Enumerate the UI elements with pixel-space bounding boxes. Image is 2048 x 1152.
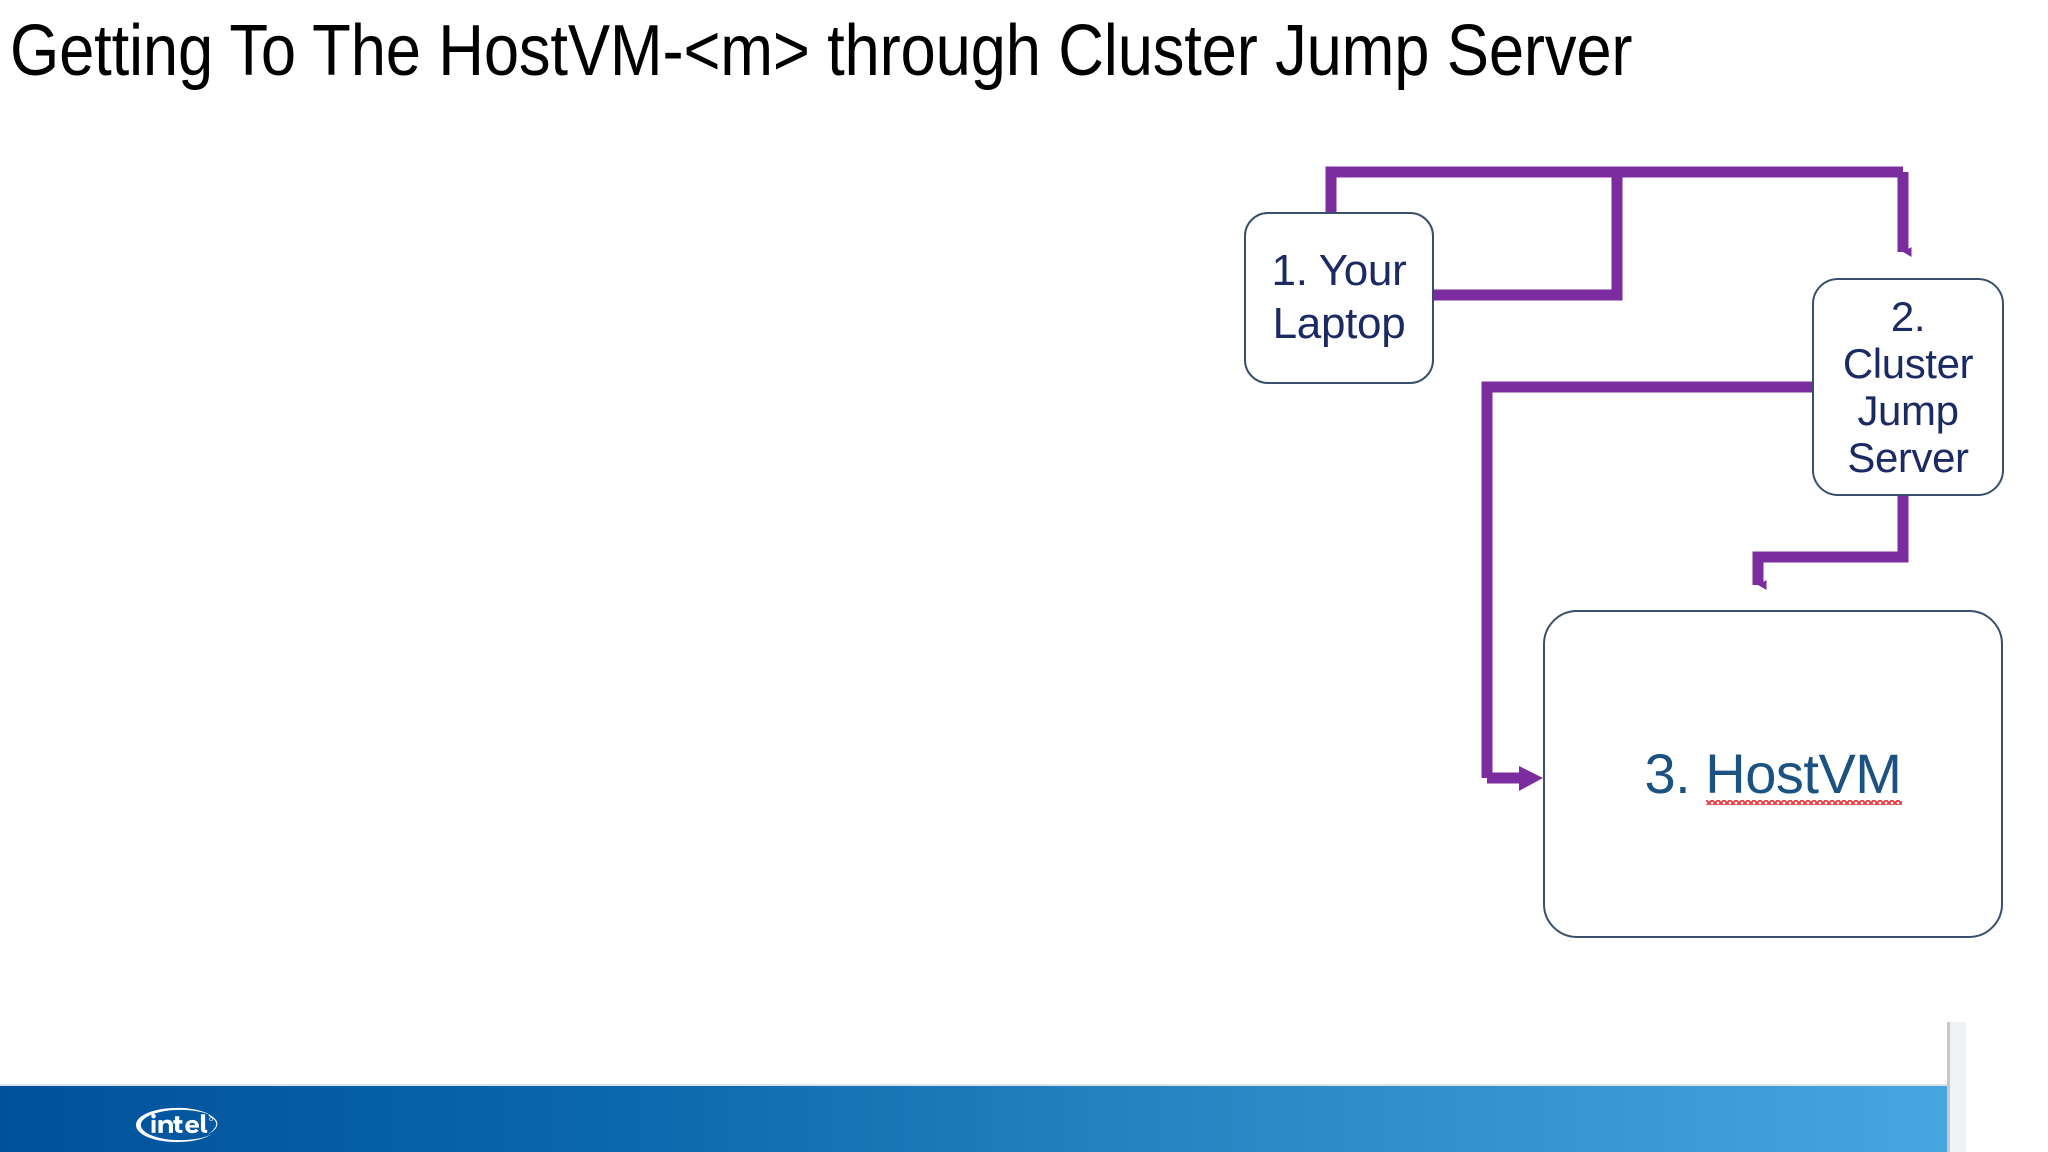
flowchart-node-hostvm[interactable]: 3. HostVM — [1543, 610, 2003, 938]
footer-hairline — [0, 1084, 1950, 1086]
connector-laptop-to-jump — [1325, 166, 1912, 301]
connector-jump-to-hostvm-left — [1481, 381, 1812, 791]
flowchart-node-your-laptop-label: 1. Your Laptop — [1271, 246, 1407, 348]
flowchart-node-your-laptop[interactable]: 1. Your Laptop — [1244, 212, 1434, 384]
flowchart-diagram: 1. Your Laptop 2. Cluster Jump Server 3.… — [0, 0, 2048, 1010]
slide-edge-strip — [1950, 1022, 1966, 1152]
flowchart-node-hostvm-label-prefix: 3. — [1644, 742, 1706, 806]
footer-band — [0, 1086, 1950, 1152]
flowchart-connectors — [1325, 166, 1912, 791]
connector-jump-to-hostvm-top — [1752, 496, 1909, 590]
flowchart-node-cluster-jump-server-label: 2. Cluster Jump Server — [1842, 292, 1974, 482]
page-title: Getting To The HostVM-<m> through Cluste… — [10, 11, 1633, 91]
intel-logo — [128, 1104, 226, 1146]
slide-edge-line — [1947, 1022, 1950, 1152]
flowchart-node-cluster-jump-server[interactable]: 2. Cluster Jump Server — [1812, 278, 2004, 496]
flowchart-node-hostvm-label: 3. HostVM — [1645, 743, 1902, 805]
flowchart-node-hostvm-label-term: HostVM — [1705, 742, 1902, 806]
